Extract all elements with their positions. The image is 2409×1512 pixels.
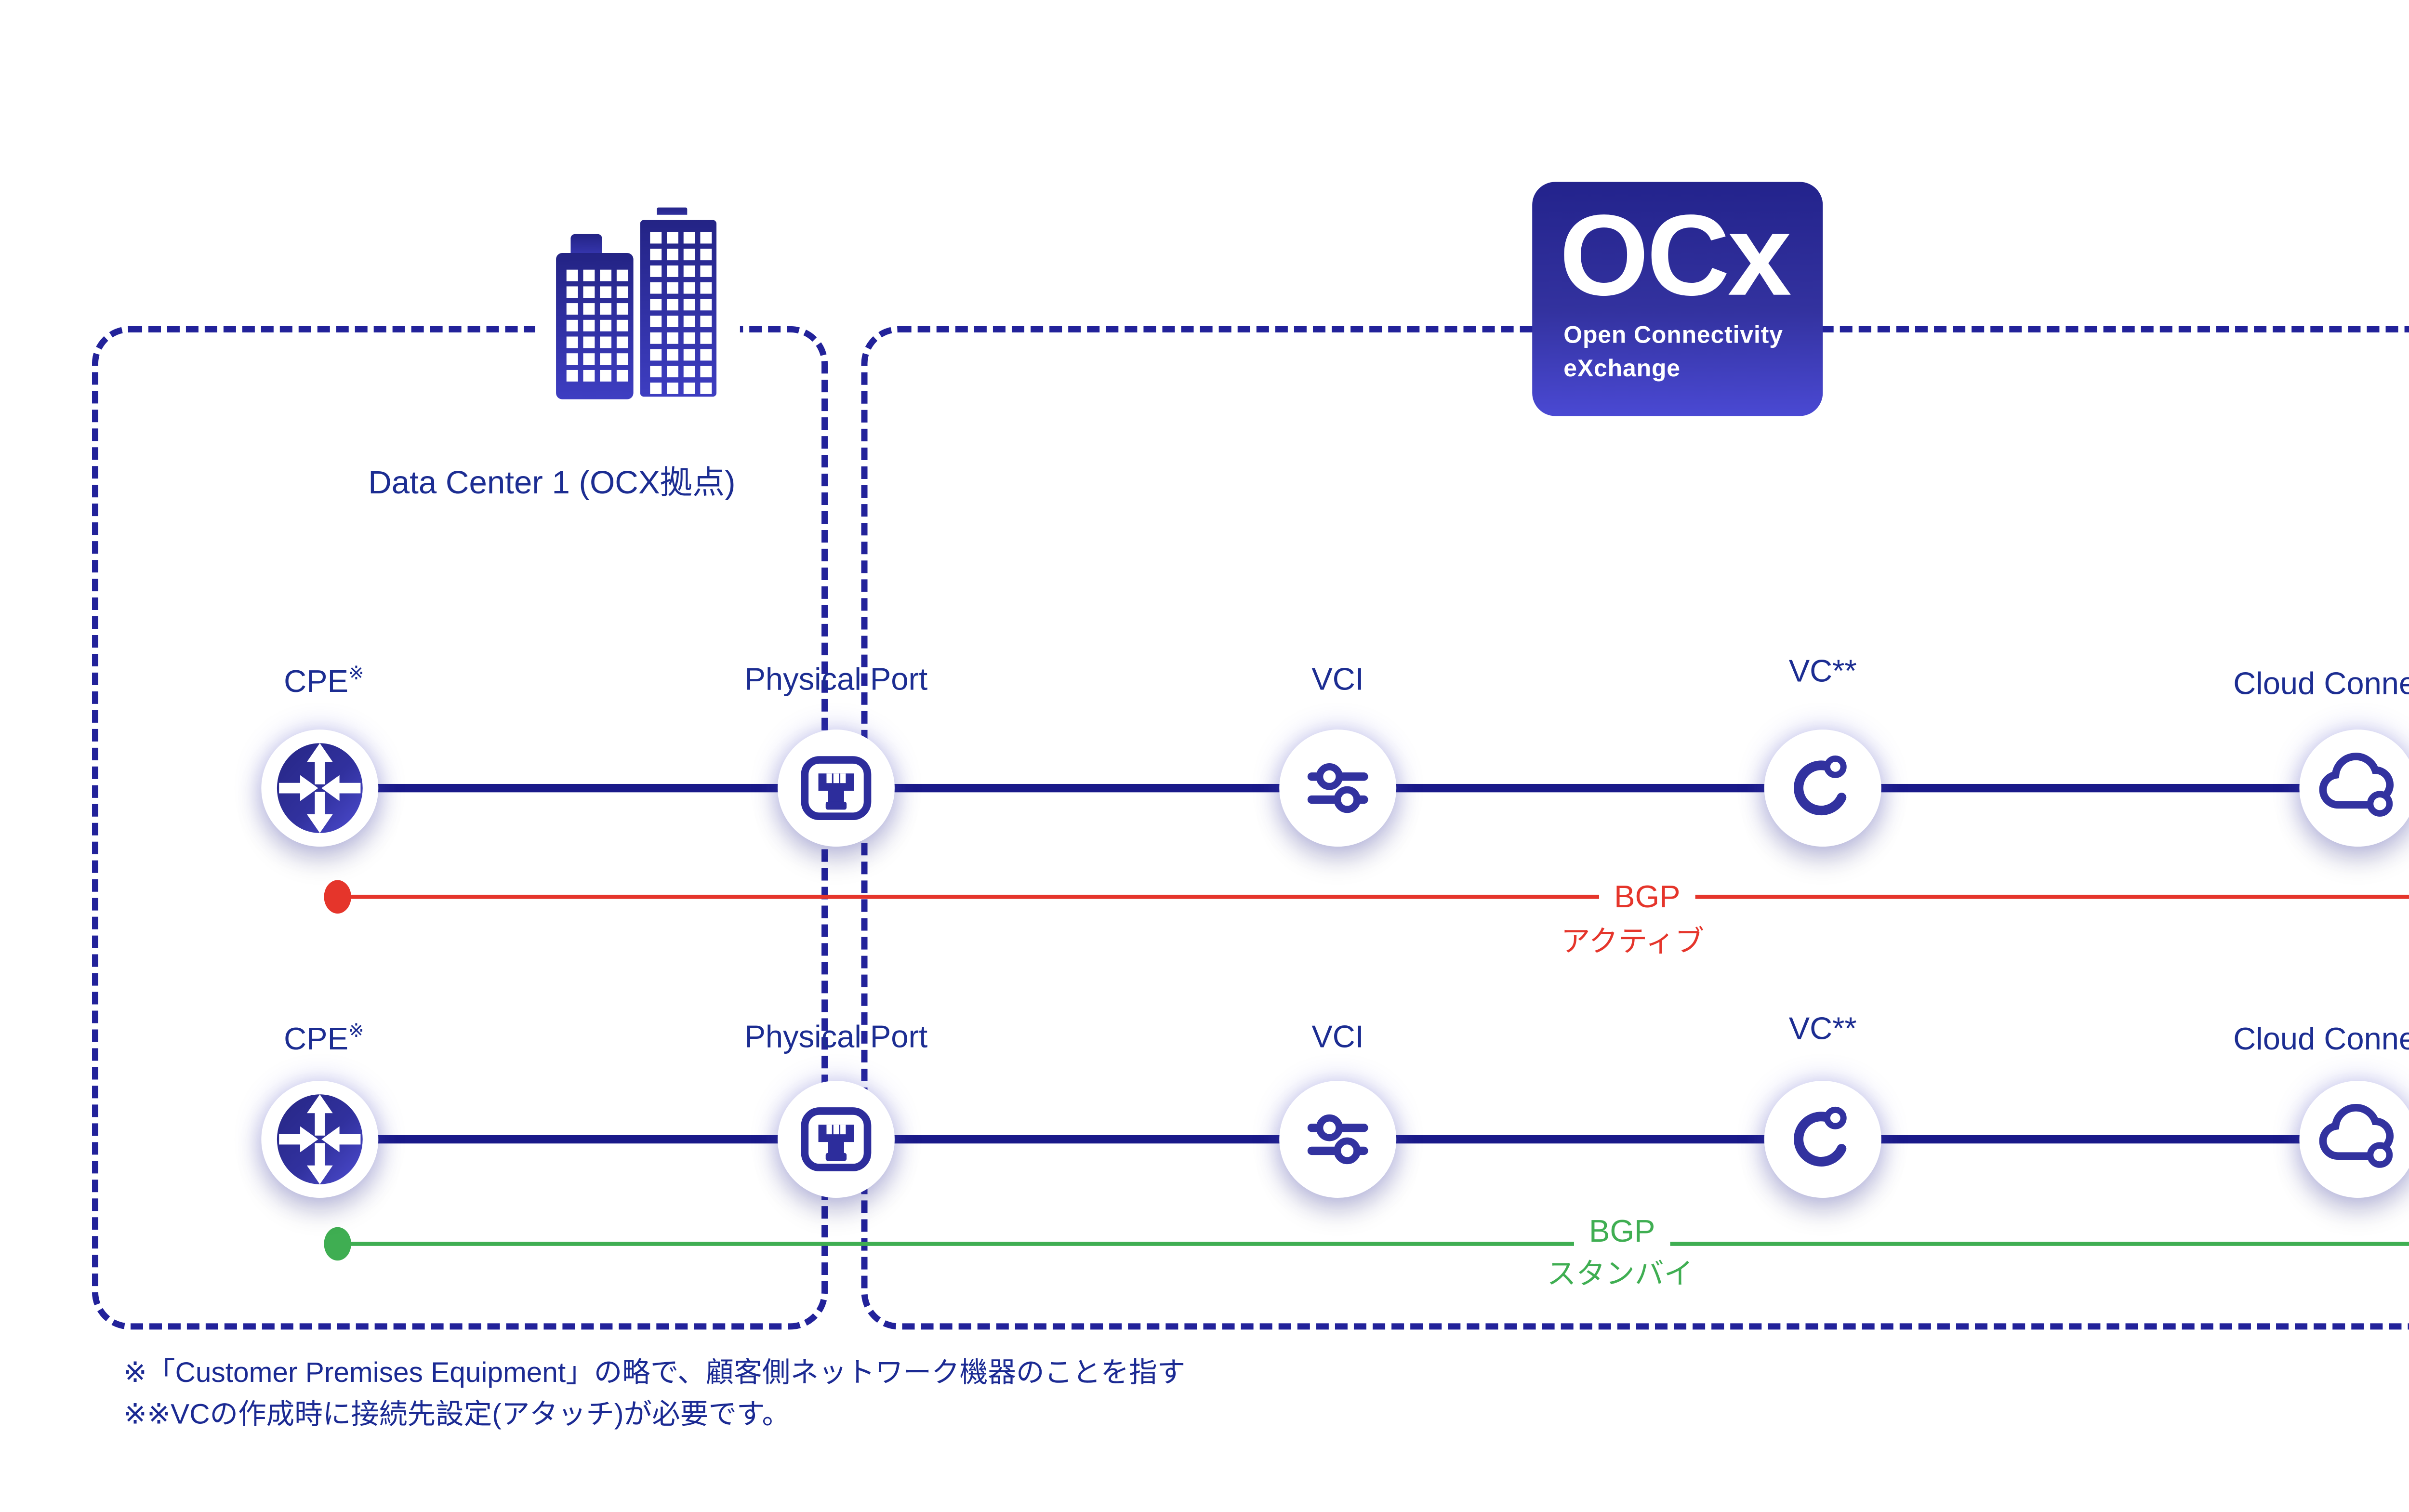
vci-label-primary: VCI [1311,663,1364,699]
vc-icon-primary [1764,729,1881,847]
vc-label-primary: VC** [1788,654,1857,690]
footnote-cpe: ※「Customer Premises Equipment」の略で、顧客側ネット… [123,1356,1186,1388]
vc-icon-secondary [1764,1081,1881,1198]
cpe-footnote-mark: ※ [348,1020,364,1041]
cloud-connection-icon-primary [2299,729,2409,847]
cpe-icon-primary [261,729,379,847]
vci-icon-primary [1279,729,1397,847]
vc-label-secondary: VC** [1788,1011,1857,1048]
ocx-logo-title: OCx [1559,190,1792,320]
bgp-active-line [336,894,2409,900]
footnote-vc: ※※VCの作成時に接続先設定(アタッチ)が必要です。 [123,1397,791,1429]
data-center-label: Data Center 1 (OCX拠点) [368,466,736,502]
vci-icon-secondary [1279,1081,1397,1198]
bgp-active-label: BGP [1543,880,1752,916]
bgp-standby-status: スタンバイ [1547,1256,1694,1290]
bgp-standby-endpoint-left [324,1227,351,1261]
cpe-icon-secondary [261,1081,379,1198]
cloud-connection-label-primary: Cloud Connection [2233,667,2409,703]
physical-port-label-primary: Physical Port [744,663,928,699]
cpe-label-secondary: CPE※ [284,1020,364,1058]
physical-port-label-secondary: Physical Port [744,1020,928,1056]
cloud-connection-label-secondary: Cloud Connection [2233,1022,2409,1058]
bgp-standby-line [336,1241,2409,1247]
cpe-footnote-mark: ※ [348,663,364,684]
ocx-logo-subtitle-1: Open Connectivity [1563,324,1783,349]
cloud-connection-icon-secondary [2299,1081,2409,1198]
data-center-zone [92,326,828,1330]
ocx-zone [861,326,2409,1330]
footnotes: ※「Customer Premises Equipment」の略で、顧客側ネット… [123,1353,1185,1434]
data-center-buildings-icon [535,196,740,408]
bgp-standby-label: BGP [1518,1214,1727,1250]
physical-port-icon-secondary [777,1081,895,1198]
physical-port-icon-primary [777,729,895,847]
vci-label-secondary: VCI [1311,1020,1364,1056]
bgp-active-endpoint-left [324,880,351,914]
ocx-logo-subtitle-2: eXchange [1563,357,1681,383]
ocx-logo: OCx Open Connectivity eXchange [1532,182,1823,416]
cpe-label-primary: CPE※ [284,663,364,701]
bgp-active-status: アクティブ [1561,924,1704,958]
